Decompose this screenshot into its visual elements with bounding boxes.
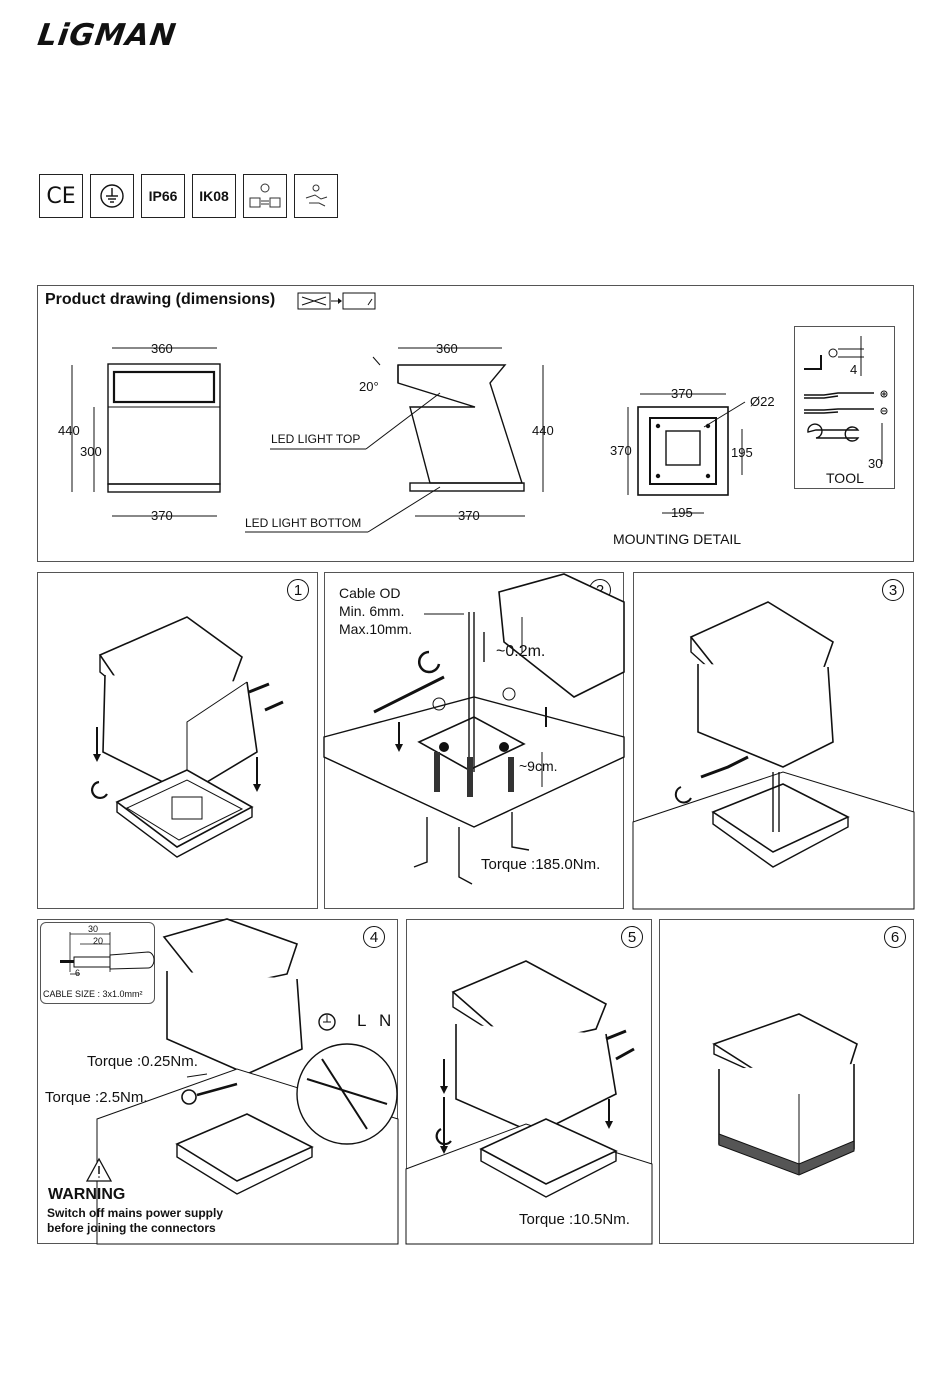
step4-L: L: [357, 1011, 367, 1030]
tool-spanner-size: 30: [868, 456, 883, 471]
drawing-title: Product drawing (dimensions): [45, 291, 276, 308]
side-height: 440: [532, 423, 554, 438]
strip-20: 20: [93, 936, 104, 946]
tool-drawing: [804, 336, 888, 464]
led-light-top-label: LED LIGHT TOP: [271, 432, 361, 446]
mounting-width: 370: [671, 386, 693, 401]
tool-label: TOOL: [826, 470, 864, 486]
step2-cable-max: Max.10mm.: [339, 621, 413, 637]
step-4-number: 4: [363, 926, 385, 948]
step5-torque: Torque :10.5Nm.: [519, 1211, 630, 1228]
step-1-number: 1: [287, 579, 309, 601]
mounting-detail-label: MOUNTING DETAIL: [613, 531, 742, 547]
step-6-number: 6: [884, 926, 906, 948]
earth-icon: [90, 174, 134, 218]
cable-strip-drawing: [60, 932, 155, 975]
front-view-drawing: [71, 347, 221, 517]
strip-6: 6: [75, 968, 81, 978]
warning-line-1: Switch off mains power supply: [47, 1206, 224, 1220]
step-4-illustration: [85, 918, 399, 1245]
front-height-body: 300: [80, 444, 102, 459]
side-width-base: 370: [458, 508, 480, 523]
ik08-badge: IK08: [192, 174, 236, 218]
ce-mark-icon: CE: [39, 174, 83, 218]
tool-hex-size: 4: [850, 362, 858, 377]
front-height-total: 440: [58, 423, 80, 438]
step-1-illustration: [91, 616, 284, 858]
mounting-hole: Ø22: [750, 394, 775, 409]
step2-cable-od: Cable OD: [339, 585, 401, 601]
install-icon: [243, 174, 287, 218]
warning-title: WARNING: [48, 1186, 126, 1203]
brand-logo: LiGMAN: [35, 18, 179, 53]
mounting-inner-w: 195: [671, 505, 693, 520]
step-5-illustration: [405, 960, 653, 1245]
side-angle: 20°: [359, 379, 379, 394]
mounting-inner-h: 195: [731, 445, 753, 460]
certification-badges: CE IP66 IK08: [39, 174, 338, 218]
side-view-drawing: [245, 347, 544, 533]
mounting-detail-drawing: [627, 393, 746, 514]
warning-line-2: before joining the connectors: [47, 1221, 216, 1235]
step2-cable-min: Min. 6mm.: [339, 603, 405, 619]
step2-gap: ~0.2m.: [496, 643, 546, 660]
side-width-top: 360: [436, 341, 458, 356]
strip-30: 30: [88, 924, 99, 934]
front-width-top: 360: [151, 341, 173, 356]
step4-N: N: [379, 1011, 392, 1030]
step4-torque-b: Torque :2.5Nm.: [45, 1089, 148, 1106]
orientation-icon: [297, 292, 376, 310]
step-5-number: 5: [621, 926, 643, 948]
tool-box: [794, 326, 895, 489]
step2-depth: ~9cm.: [519, 758, 558, 774]
step4-torque-a: Torque :0.25Nm.: [87, 1053, 198, 1070]
front-width-base: 370: [151, 508, 173, 523]
led-light-bottom-label: LED LIGHT BOTTOM: [245, 516, 362, 530]
ip66-badge: IP66: [141, 174, 185, 218]
step-3-number: 3: [882, 579, 904, 601]
connector-icon: [294, 174, 338, 218]
step-6-illustration: [712, 1013, 858, 1176]
step-2-illustration: [323, 573, 625, 885]
cable-size: CABLE SIZE : 3x1.0mm²: [43, 989, 143, 999]
step-3-illustration: [632, 601, 915, 910]
step2-torque: Torque :185.0Nm.: [481, 856, 601, 873]
mounting-height: 370: [610, 443, 632, 458]
